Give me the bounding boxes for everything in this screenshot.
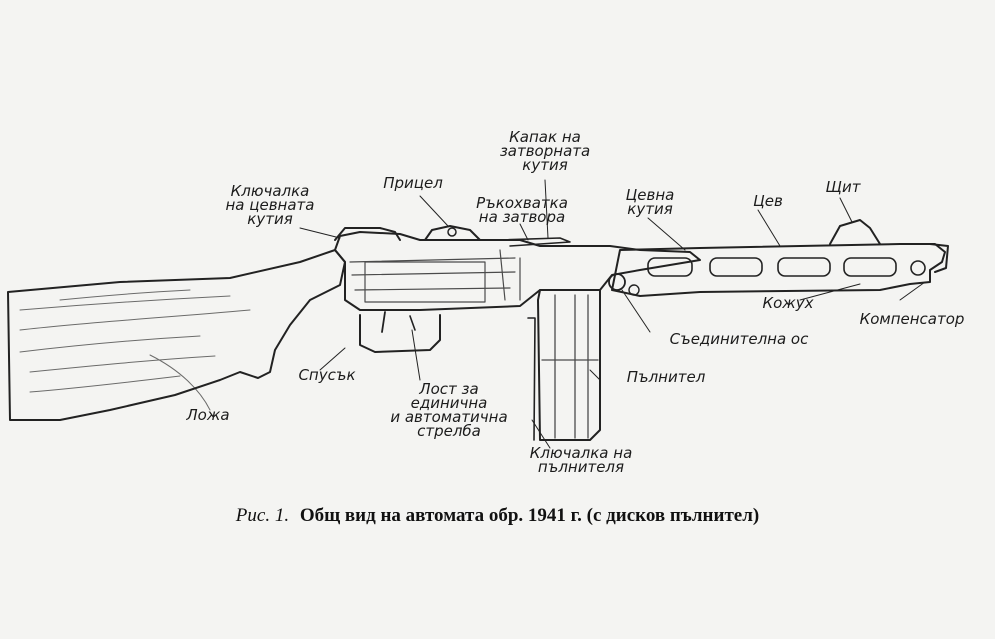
- leader-lines: [299, 179, 926, 449]
- compensator-shape: [929, 243, 949, 273]
- rear-sight-shape: [334, 227, 401, 241]
- magazine-details: [541, 294, 599, 439]
- label-joint-axis: Съединителна ос: [669, 330, 809, 348]
- bolt-handle-shape: [499, 237, 571, 247]
- label-barrel: Цев: [753, 192, 783, 210]
- receiver-details: [349, 249, 521, 303]
- stock-outline: [7, 249, 346, 421]
- figure-caption: Рис. 1. Общ вид на автомата обр. 1941 г.…: [0, 505, 995, 527]
- receiver-outline: [334, 231, 701, 311]
- magazine-key-shape: [527, 317, 536, 441]
- label-stock: Ложа: [186, 406, 230, 424]
- label-bolt-handle: Ръкохватка на затвора: [476, 194, 568, 226]
- trigger-guard-shape: [359, 314, 441, 353]
- casing-outline: [611, 243, 946, 297]
- label-trigger: Спусък: [298, 366, 356, 384]
- label-magazine-latch: Ключалка на пълнителя: [529, 444, 633, 476]
- shield-shape: [829, 219, 881, 245]
- label-magazine: Пълнител: [626, 368, 706, 386]
- label-bolt-cover: Капак на затворната кутия: [499, 128, 591, 174]
- label-sight: Прицел: [383, 174, 443, 192]
- label-compensator: Компенсатор: [859, 310, 965, 328]
- label-barrel-box: Цевна кутия: [625, 186, 675, 218]
- figure-number: Рис. 1.: [235, 505, 290, 526]
- sight-knob: [447, 227, 457, 237]
- sight-shape: [424, 225, 481, 241]
- figure-caption-text: Общ вид на автомата обр. 1941 г. (с диск…: [299, 505, 760, 526]
- joint-axis-shape: [608, 273, 626, 291]
- label-fire-selector: Лост за единична и автоматична стрелба: [390, 380, 508, 440]
- trigger-shape: [381, 311, 386, 333]
- label-shield: Щит: [825, 178, 861, 196]
- casing-vents: [647, 257, 926, 277]
- label-casing: Кожух: [762, 294, 814, 312]
- magazine-outline: [537, 289, 601, 441]
- label-receiver-latch: Ключалка на цевната кутия: [225, 182, 315, 228]
- stock-grain: [19, 289, 251, 411]
